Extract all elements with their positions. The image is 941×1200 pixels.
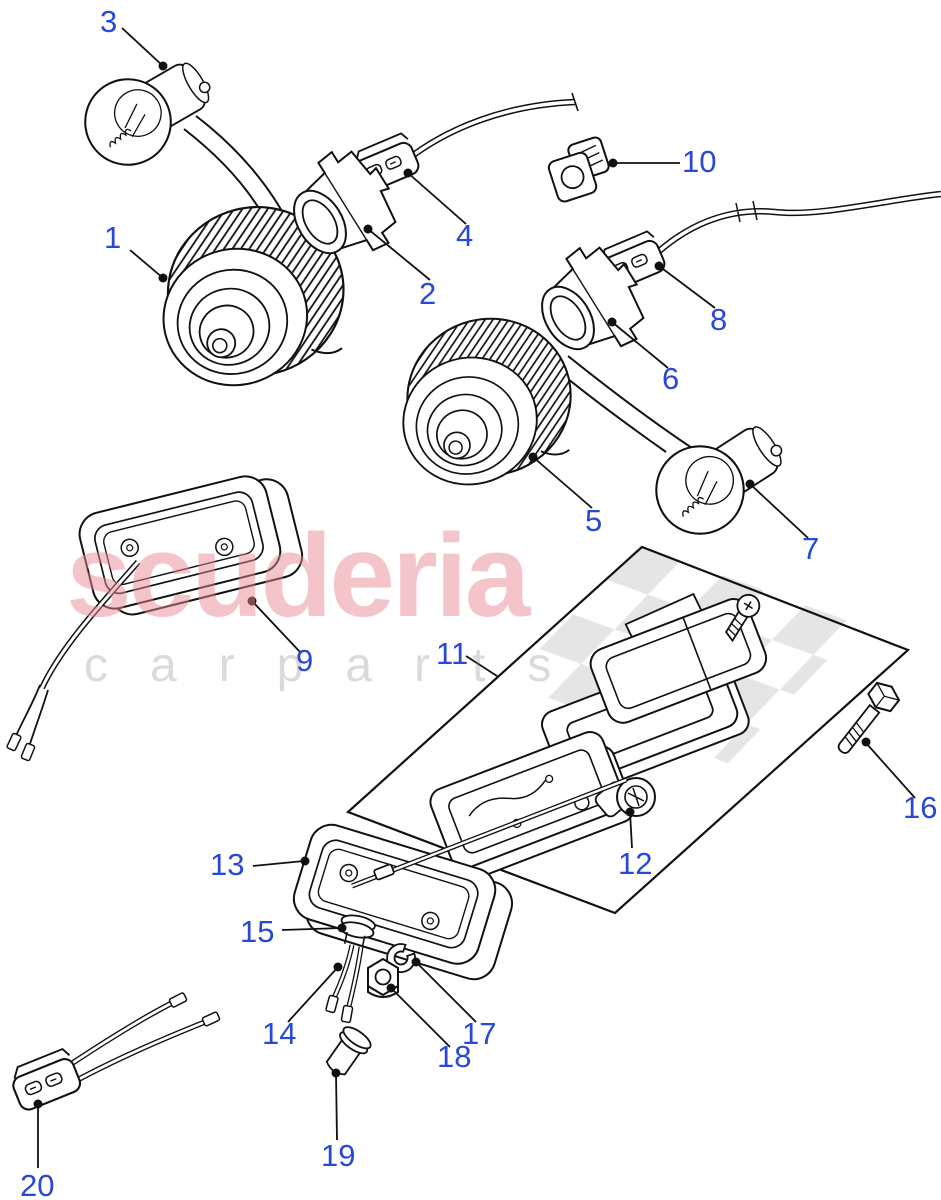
lens-screw — [725, 593, 761, 643]
hex-bolt-16 — [837, 681, 901, 754]
marker-lamp-9 — [73, 465, 308, 624]
indicator-bulb-3 — [68, 39, 228, 182]
callout-1: 1 — [104, 220, 122, 255]
indicator-bulb-7 — [638, 402, 801, 552]
harness-connector-20 — [5, 1046, 84, 1114]
callout-2: 2 — [419, 276, 437, 311]
marker-lamp-13-wire-rod — [351, 777, 627, 889]
callout-6: 6 — [662, 361, 680, 396]
callout-4: 4 — [456, 218, 474, 253]
callout-14: 14 — [262, 1016, 297, 1051]
callout-8: 8 — [710, 302, 728, 337]
wiring-grommet-15 — [339, 914, 376, 948]
marker-lamp-9-wire — [5, 560, 141, 762]
harness-wire-rear — [655, 190, 941, 255]
callout-5: 5 — [585, 503, 603, 538]
callout-19: 19 — [321, 1138, 356, 1173]
festoon-bulb-19 — [325, 1026, 372, 1076]
callout-20: 20 — [20, 1168, 55, 1200]
callout-17: 17 — [462, 1016, 497, 1051]
callout-3: 3 — [100, 4, 118, 39]
lamp-lens-cover — [589, 592, 768, 724]
callout-13: 13 — [210, 847, 245, 882]
callout-11: 11 — [436, 636, 469, 671]
panel-grommet-10 — [547, 136, 610, 203]
callout-7: 7 — [802, 531, 820, 566]
callout-18: 18 — [437, 1039, 472, 1074]
callout-leader-lines — [33, 27, 916, 1168]
harness-wire-front — [410, 92, 579, 159]
lamp-13-lead-wires-14 — [324, 944, 364, 1024]
callout-16: 16 — [903, 790, 938, 825]
callout-12: 12 — [618, 846, 653, 881]
callout-9: 9 — [296, 643, 314, 678]
callout-10: 10 — [682, 144, 717, 179]
callout-15: 15 — [240, 914, 275, 949]
mounting-panel-outline — [345, 545, 911, 915]
harness-connector-20-wires — [60, 991, 221, 1087]
